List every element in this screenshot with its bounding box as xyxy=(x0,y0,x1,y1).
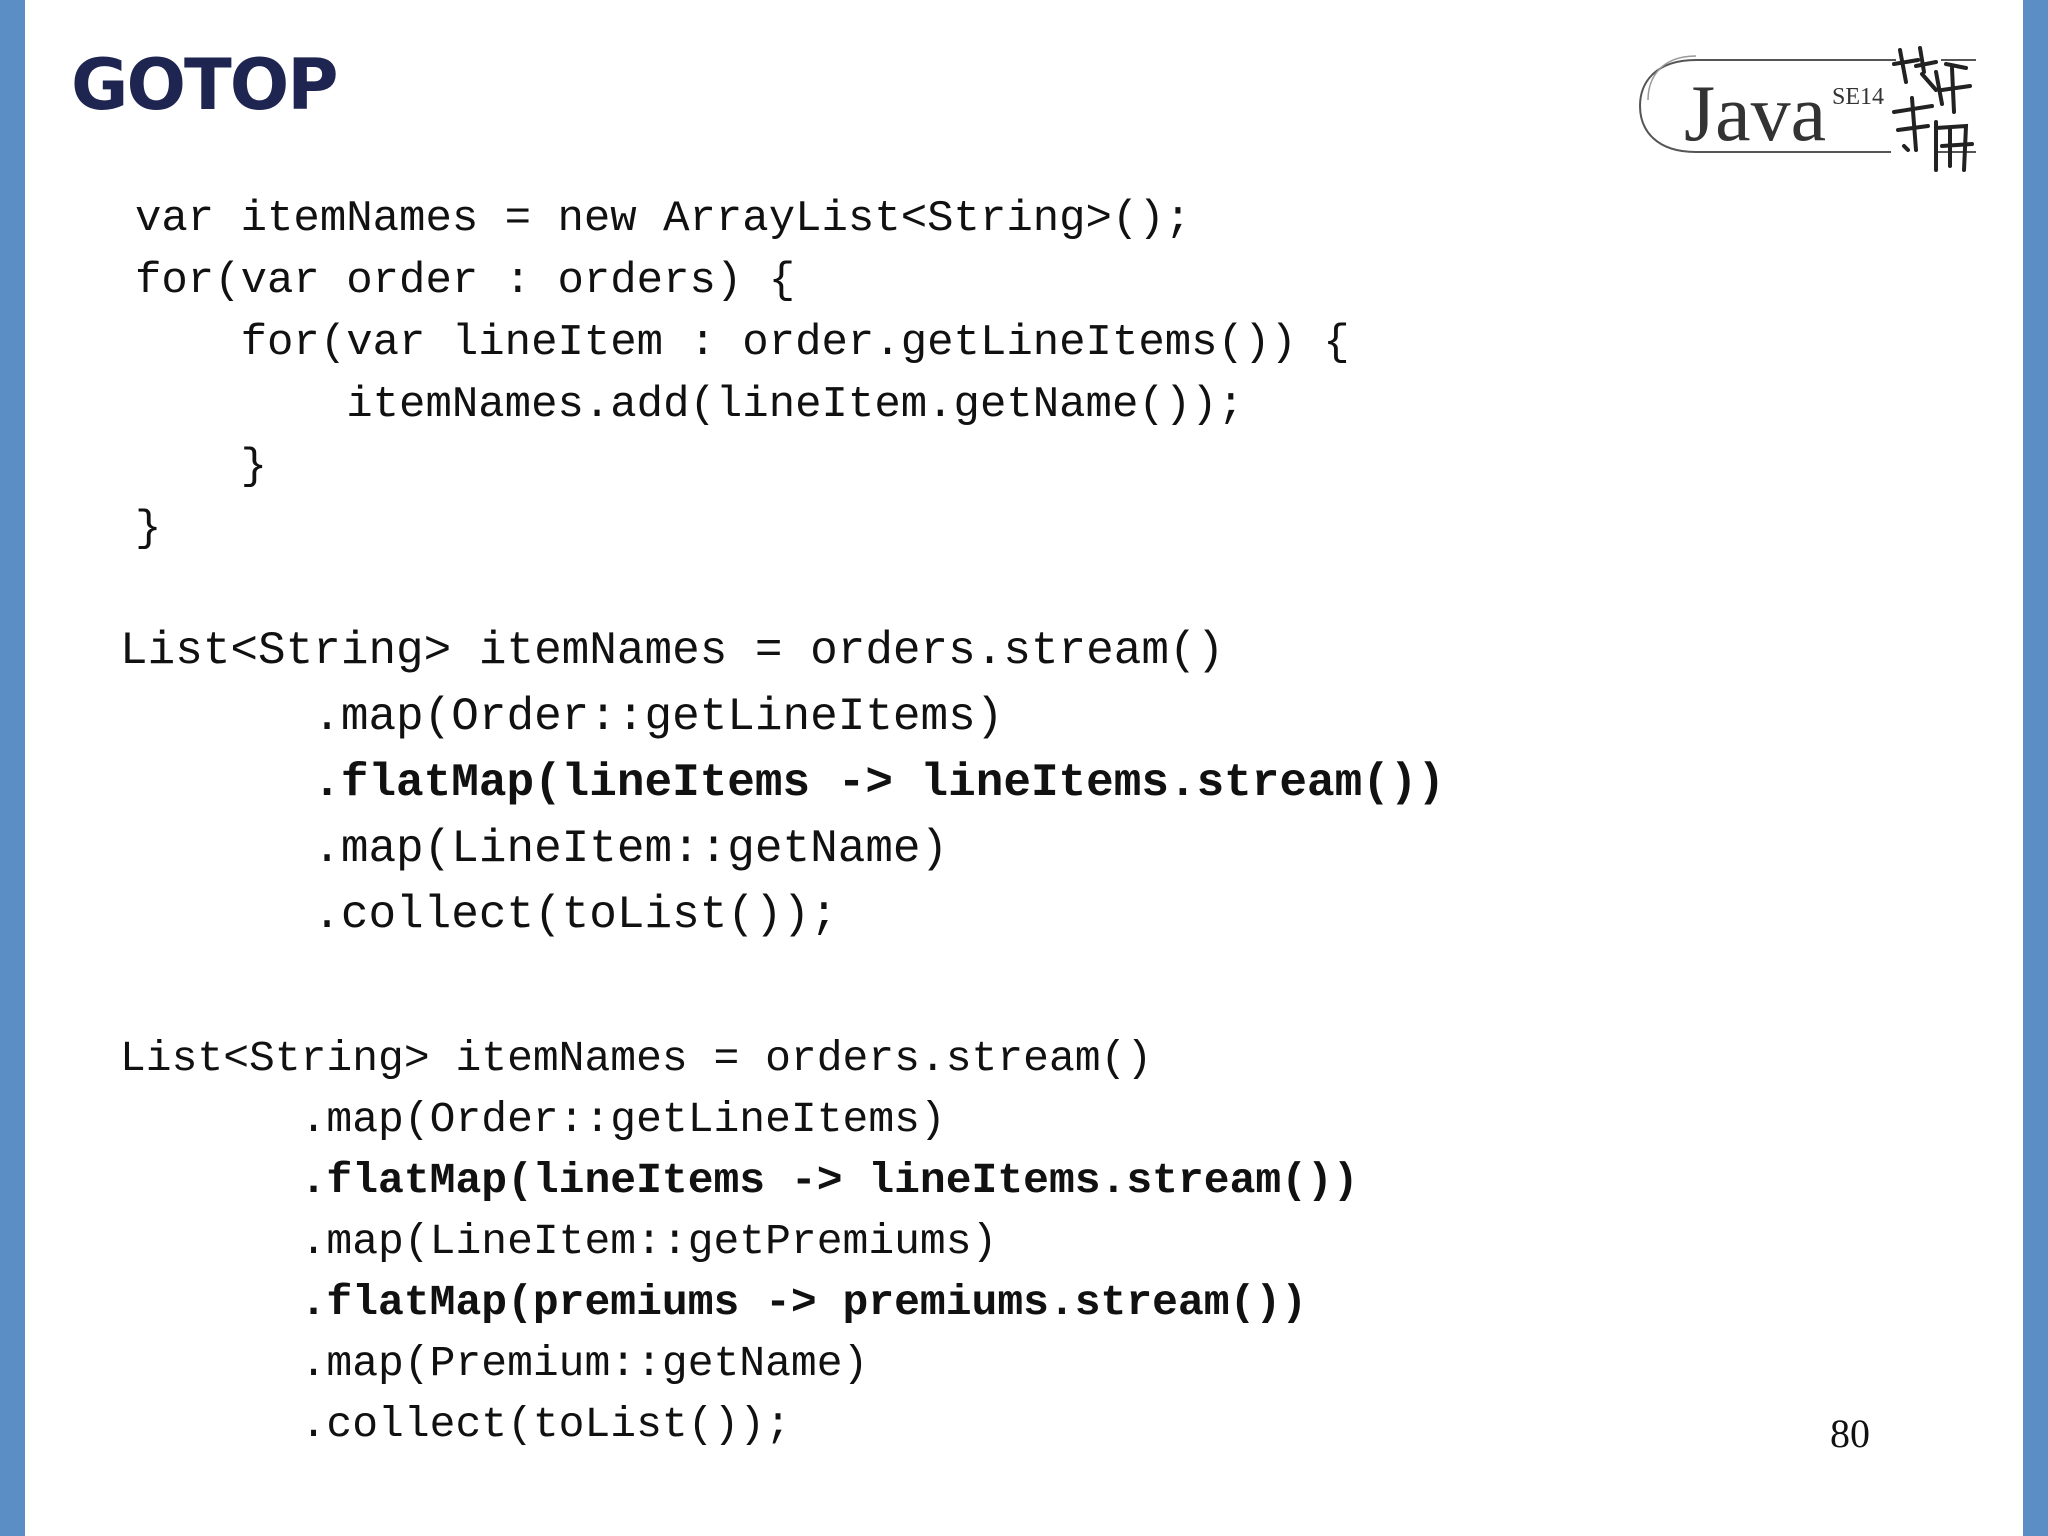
gotop-logo: GOTOP xyxy=(71,44,339,126)
code-line: } xyxy=(135,504,162,554)
code-block-stream-flatmap: List<String> itemNames = orders.stream()… xyxy=(120,618,1445,948)
code-block-nested-loops: var itemNames = new ArrayList<String>();… xyxy=(135,188,1350,560)
code-line-highlighted: .flatMap(lineItems -> lineItems.stream()… xyxy=(120,1156,1359,1205)
code-line: var itemNames = new ArrayList<String>(); xyxy=(135,194,1192,244)
code-line: List<String> itemNames = orders.stream() xyxy=(120,1034,1153,1083)
right-border-bar xyxy=(2023,0,2048,1536)
page-number: 80 xyxy=(1830,1411,1870,1456)
code-line: .map(Premium::getName) xyxy=(120,1339,869,1388)
code-line: itemNames.add(lineItem.getName()); xyxy=(135,380,1244,430)
code-line: .collect(toList()); xyxy=(120,889,838,941)
code-line: .map(Order::getLineItems) xyxy=(120,691,1004,743)
code-line-highlighted: .flatMap(premiums -> premiums.stream()) xyxy=(120,1278,1307,1327)
code-line: } xyxy=(135,442,268,492)
java-se14-book-logo: Java SE14 xyxy=(1638,46,1976,172)
code-line: .collect(toList()); xyxy=(120,1400,791,1449)
code-line: .map(LineItem::getPremiums) xyxy=(120,1217,998,1266)
java-logo-edition: SE14 xyxy=(1832,84,1884,110)
left-border-bar xyxy=(0,0,25,1536)
java-logo-chinese-calligraphy xyxy=(1892,46,1974,172)
code-line: .map(LineItem::getName) xyxy=(120,823,949,875)
code-line: for(var lineItem : order.getLineItems())… xyxy=(135,318,1350,368)
java-logo-word: Java xyxy=(1684,70,1826,158)
code-line-highlighted: .flatMap(lineItems -> lineItems.stream()… xyxy=(120,757,1446,809)
code-line: for(var order : orders) { xyxy=(135,256,796,306)
code-line: List<String> itemNames = orders.stream() xyxy=(120,625,1225,677)
code-line: .map(Order::getLineItems) xyxy=(120,1095,946,1144)
code-block-stream-double-flatmap: List<String> itemNames = orders.stream()… xyxy=(120,1028,1359,1455)
